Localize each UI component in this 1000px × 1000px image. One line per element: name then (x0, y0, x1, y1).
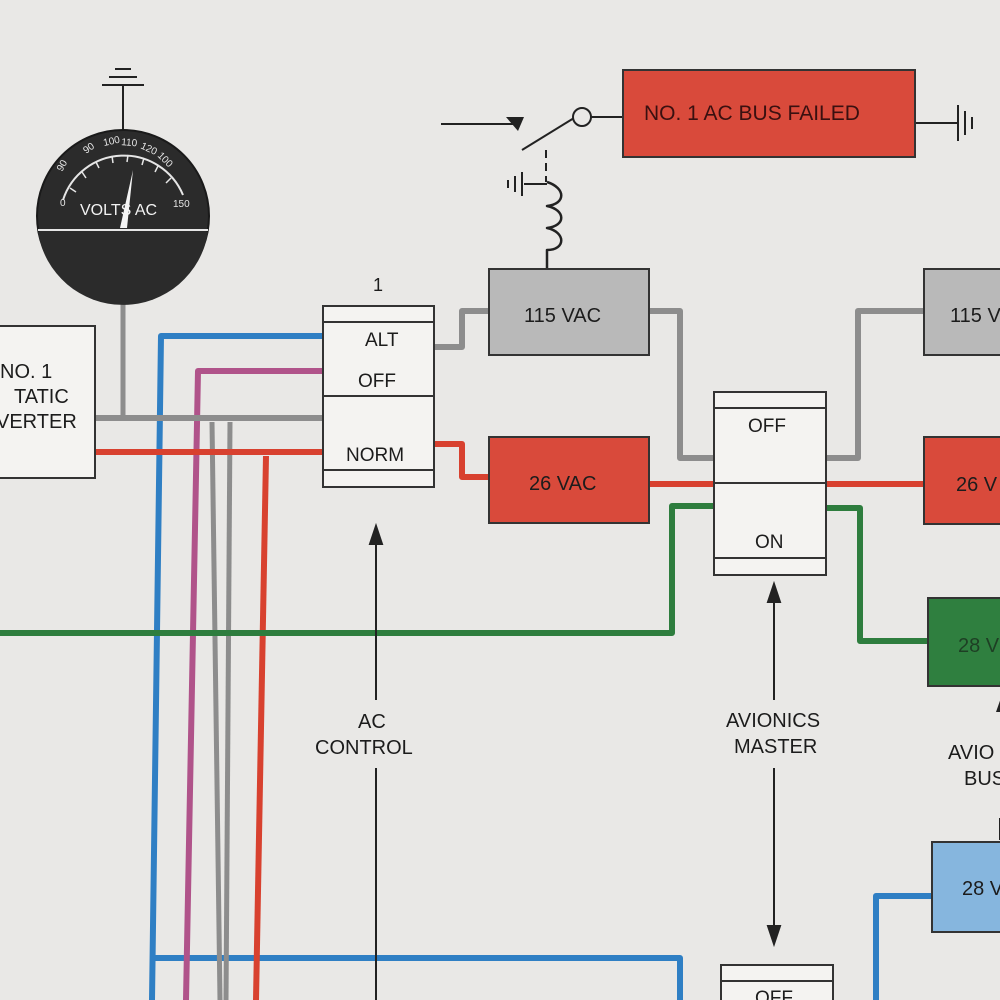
inverter-line2: TATIC (14, 386, 69, 408)
inverter-line3: VERTER (0, 411, 77, 433)
ac-bus-failed-label: NO. 1 AC BUS FAILED (644, 102, 860, 125)
ground-icon-bus-failed (957, 105, 973, 141)
bus-26vac-right-label: 26 V (956, 474, 998, 496)
bus-28v-green: 28 V (927, 597, 1000, 687)
gray-wire-down-2 (223, 421, 233, 1000)
volts-ac-gauge: 0 90 90 100 110 120 100 150 VOLTS AC (36, 129, 210, 305)
gauge-tick-150: 150 (173, 199, 190, 210)
gauge-tick-100: 100 (102, 135, 121, 149)
ac-bus-failed-annunciator: NO. 1 AC BUS FAILED (572, 69, 916, 158)
gray-wire-down-1 (209, 421, 223, 1000)
bus-115vac-left: 115 VAC (488, 268, 650, 356)
relay-contact-arm (521, 117, 575, 151)
wires (0, 116, 958, 1000)
right-caption-2: BUS (964, 768, 1000, 790)
ac-control-caption-1: AC (358, 711, 386, 733)
ac-control-switch[interactable]: 1 ALT OFF NORM (322, 275, 435, 488)
blue-wire-right (873, 893, 932, 1000)
ac-control-caption-2: CONTROL (315, 737, 413, 759)
static-inverter-box: NO. 1 TATIC VERTER (0, 325, 96, 479)
ground-icon-relay (507, 172, 523, 196)
ac-switch-norm[interactable]: NORM (346, 445, 404, 466)
gray-wire-alt (433, 308, 489, 350)
relay-contact-terminal (572, 107, 592, 127)
gauge-tick-90a: 90 (55, 158, 70, 174)
avionics-bottom-off[interactable]: OFF (755, 988, 793, 1000)
gauge-lower-half (38, 232, 208, 305)
avionics-caption-1: AVIONICS (726, 710, 820, 732)
blue-wire (149, 333, 323, 1000)
red-wire-norm (433, 441, 489, 480)
gauge-scale-arc (62, 154, 184, 201)
ac-switch-alt[interactable]: ALT (365, 330, 399, 351)
bus-115vac-right-label: 115 V (950, 305, 1000, 327)
ac-switch-off[interactable]: OFF (358, 371, 396, 392)
ac-switch-number: 1 (373, 275, 383, 295)
green-wire (0, 503, 714, 636)
gauge-label: VOLTS AC (80, 202, 157, 219)
gauge-needle (120, 170, 133, 228)
avionics-switch-off[interactable]: OFF (748, 416, 786, 437)
inverter-line1: NO. 1 (0, 361, 52, 383)
gauge-tick-110: 110 (121, 137, 138, 149)
bus-115vac-right: 115 V (923, 268, 1000, 356)
gray-wire-avionics-115r (826, 308, 924, 461)
avionics-caption-2: MASTER (734, 736, 817, 758)
bus-28v-green-label: 28 V (958, 635, 1000, 657)
bus-28v-blue-label: 28 V (962, 878, 1000, 900)
gauge-tick-0: 0 (60, 198, 66, 209)
right-caption-1: AVIO (948, 742, 994, 764)
blue-wire-bottom (150, 955, 683, 1000)
bus-28v-blue: 28 V (931, 841, 1000, 933)
bus-26vac-right: 26 V (923, 436, 1000, 525)
magenta-wire (183, 368, 323, 1000)
gray-wire-115-avionics (649, 308, 714, 461)
relay-arrow (506, 117, 524, 131)
avionics-switch-on[interactable]: ON (755, 532, 784, 553)
avionics-master-switch[interactable]: OFF ON (713, 391, 827, 576)
bus-26vac-left-label: 26 VAC (529, 473, 596, 495)
bus-26vac-left: 26 VAC (488, 436, 650, 524)
bus-115vac-left-label: 115 VAC (524, 305, 601, 327)
right-arrow-icon (996, 700, 1000, 712)
avionics-master-arrow-icon (766, 580, 782, 948)
avionics-bottom-switch[interactable]: OFF (720, 964, 834, 1000)
red-wire-down (253, 455, 269, 1000)
gauge-tick-marks (69, 154, 172, 193)
ac-control-arrow-icon (368, 522, 384, 1000)
relay-coil (545, 180, 563, 268)
green-wire-right (826, 505, 928, 644)
